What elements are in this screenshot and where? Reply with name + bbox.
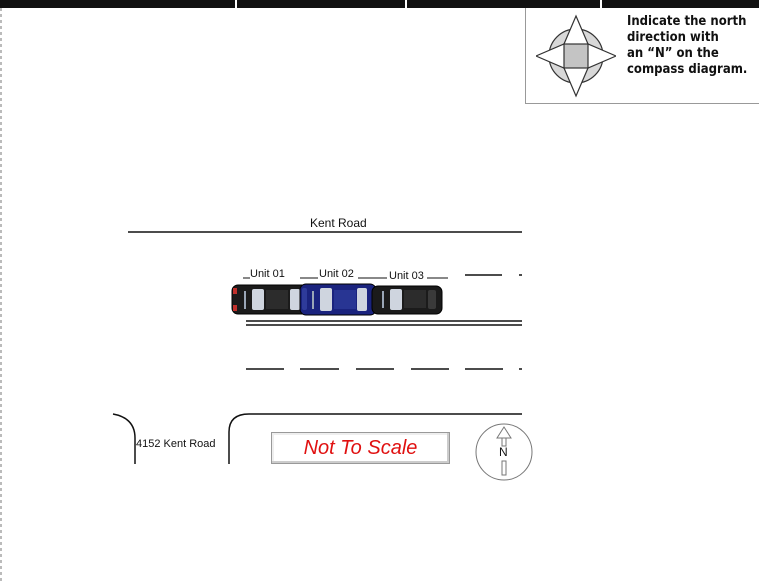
north-arrow-icon bbox=[475, 423, 533, 481]
compass-instruction-text: Indicate the north direction with an “N”… bbox=[627, 14, 759, 78]
instruction-line: Indicate the north bbox=[627, 14, 747, 29]
vehicle-unit-03 bbox=[371, 285, 443, 315]
vehicle-unit-01 bbox=[231, 284, 309, 315]
unit-03-label: Unit 03 bbox=[389, 270, 424, 282]
compass-instruction-panel: Indicate the north direction with an “N”… bbox=[525, 8, 759, 104]
top-bar-divider bbox=[235, 0, 237, 8]
instruction-line: compass diagram. bbox=[627, 62, 748, 77]
blank-compass-icon[interactable] bbox=[536, 14, 616, 98]
driveway-curb bbox=[112, 413, 136, 464]
vehicle-unit-02 bbox=[299, 283, 377, 316]
instruction-line: direction with bbox=[627, 30, 719, 45]
instruction-line: an “N” on the bbox=[627, 46, 719, 61]
top-bar bbox=[0, 0, 759, 8]
road-name-label: Kent Road bbox=[310, 216, 367, 230]
top-bar-divider bbox=[600, 0, 602, 8]
left-dotted-border bbox=[0, 8, 2, 581]
not-to-scale-badge: Not To Scale bbox=[271, 432, 450, 464]
north-label: N bbox=[499, 445, 508, 459]
top-bar-divider bbox=[405, 0, 407, 8]
unit-02-label: Unit 02 bbox=[319, 268, 354, 280]
address-label: 4152 Kent Road bbox=[136, 438, 216, 450]
unit-01-label: Unit 01 bbox=[250, 268, 285, 280]
road-edge-south bbox=[228, 413, 522, 464]
